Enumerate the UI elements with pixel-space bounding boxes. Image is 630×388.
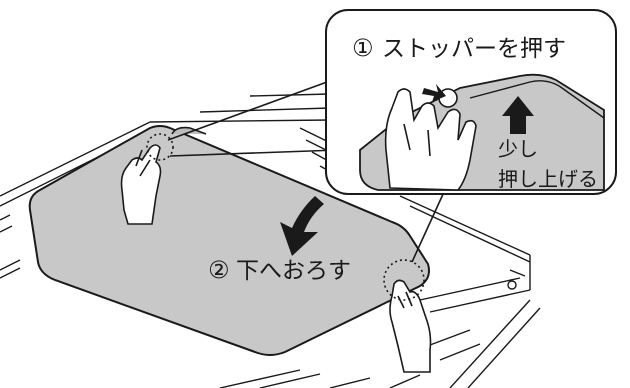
step2-number: ② <box>208 256 230 284</box>
screw-icon <box>508 281 516 289</box>
annotation-line1: 少し <box>498 137 538 161</box>
step2-label: 下へおろす <box>236 258 351 284</box>
callout-leader-right <box>412 192 444 262</box>
annotation-line2: 押し上げる <box>498 167 598 191</box>
step1-number: ① <box>352 34 374 62</box>
right-hand-icon <box>390 280 431 372</box>
step1-label: ストッパーを押す <box>382 36 566 62</box>
